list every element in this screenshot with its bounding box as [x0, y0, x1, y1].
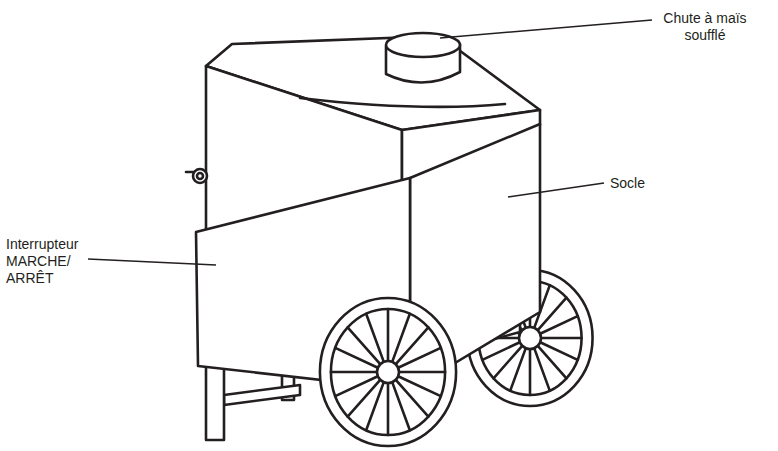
- wheel-spoke: [399, 371, 445, 374]
- front-wheel: [320, 298, 456, 446]
- crossbar: [224, 385, 300, 405]
- wheel-spoke: [482, 342, 519, 360]
- wheel-spoke: [529, 349, 532, 395]
- part-label: Chute à maïs soufflé: [650, 10, 760, 44]
- wheel-spoke: [387, 383, 390, 435]
- wheel-spoke: [538, 298, 567, 331]
- wheel-spoke: [534, 348, 550, 390]
- wheel-spoke: [392, 314, 410, 362]
- part-label: Interrupteur MARCHE/ ARRÊT: [6, 236, 86, 287]
- wheel-spoke: [387, 309, 390, 361]
- switch-ring: [193, 169, 207, 183]
- wheel-spoke: [540, 316, 577, 334]
- front-leg: [206, 365, 224, 440]
- part-label: Socle: [610, 175, 670, 192]
- wheel-rim: [320, 298, 456, 446]
- lid-lip: [300, 98, 505, 107]
- leader-line: [88, 259, 216, 265]
- wheel-rim-inner: [331, 309, 445, 435]
- wheel-spoke: [398, 348, 441, 368]
- leader-line: [440, 20, 652, 38]
- wheel-spoke: [398, 376, 441, 396]
- wheel-spoke: [348, 327, 381, 364]
- wheel-spoke: [541, 337, 582, 340]
- wheel-spoke: [348, 380, 381, 417]
- wheel-hub: [519, 327, 541, 349]
- switch-hole: [197, 173, 203, 179]
- leader-line: [508, 183, 604, 197]
- wheel-spoke: [366, 382, 384, 430]
- wheel-spoke: [331, 371, 377, 374]
- wheel-spoke: [335, 376, 378, 396]
- wheel-spoke: [366, 314, 384, 362]
- wheel-spoke: [540, 342, 577, 360]
- wheel-spoke: [392, 382, 410, 430]
- wheel-spoke: [494, 346, 523, 379]
- wheel-spoke: [396, 327, 429, 364]
- wheel-hub: [377, 361, 399, 383]
- wheel-spoke: [335, 348, 378, 368]
- wheel-spoke: [510, 348, 526, 390]
- wheel-spoke: [396, 380, 429, 417]
